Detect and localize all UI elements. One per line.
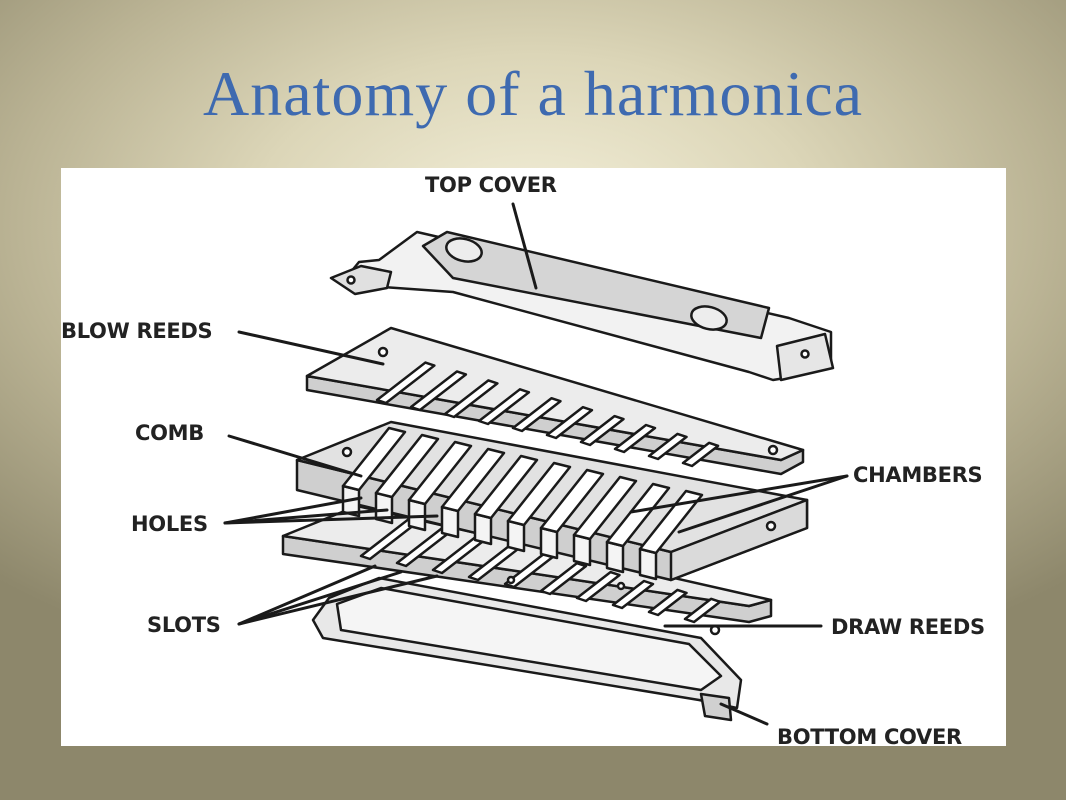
top-cover-part [329, 230, 835, 382]
comb-tooth-top-2 [374, 433, 440, 499]
blow-slot-2 [409, 370, 468, 412]
holes-leader-3 [223, 514, 439, 525]
blow-slot-5 [511, 396, 562, 433]
comb-tooth-top-6 [506, 461, 572, 527]
comb-chambers [341, 426, 704, 581]
label-holes: HOLES [131, 512, 208, 536]
leader-lines [223, 202, 849, 726]
blow-slot-10 [681, 441, 720, 468]
label-comb: COMB [135, 421, 204, 445]
blow-slot-1 [375, 361, 436, 405]
label-top-cover: TOP COVER [425, 173, 557, 197]
comb-tooth-top-3 [407, 440, 473, 506]
draw-slot-8 [611, 579, 655, 610]
label-draw-reeds: DRAW REEDS [831, 615, 985, 639]
draw-reeds-part [281, 504, 773, 636]
comb-leader [227, 434, 363, 478]
blow-slot-4 [477, 388, 531, 426]
blow-reeds-leader [237, 330, 385, 366]
harmonica-exploded-diagram: TOP COVER BLOW REEDS COMB CHAMBERS HOLES… [61, 173, 985, 746]
slots-leader-2 [237, 570, 403, 626]
comb-tooth-top-4 [440, 447, 506, 513]
comb-tooth-top-9 [605, 482, 671, 548]
top-cover-leader [511, 202, 538, 290]
blow-slot-8 [613, 423, 657, 454]
blow-slot-9 [647, 432, 688, 461]
draw-reed-slots [359, 517, 722, 624]
draw-slot-6 [539, 561, 588, 596]
comb-tooth-top-10 [638, 489, 704, 555]
bottom-cover-leader [719, 702, 769, 726]
comb-tooth-top-5 [473, 454, 539, 520]
draw-slot-9 [647, 588, 688, 617]
holes-leader-1 [223, 496, 363, 525]
blow-slot-7 [579, 414, 625, 447]
diagram-panel: TOP COVER BLOW REEDS COMB CHAMBERS HOLES… [61, 168, 1006, 746]
label-bottom-cover: BOTTOM COVER [777, 725, 962, 746]
label-slots: SLOTS [147, 613, 221, 637]
label-blow-reeds: BLOW REEDS [61, 319, 212, 343]
draw-slot-10 [683, 597, 722, 624]
draw-slot-7 [575, 570, 621, 603]
blow-slot-6 [545, 405, 594, 440]
chambers-leader-2 [677, 474, 849, 534]
chambers-leader-1 [629, 474, 849, 514]
bottom-cover-part [311, 576, 743, 722]
blow-slot-3 [443, 379, 499, 419]
slots-leader-1 [237, 564, 377, 626]
label-chambers: CHAMBERS [853, 463, 982, 487]
blow-reeds-part [305, 326, 805, 476]
comb-tooth-top-7 [539, 468, 605, 534]
comb-part [295, 420, 809, 582]
comb-tooth-top-8 [572, 475, 638, 541]
slots-leader-3 [237, 574, 439, 626]
slide-title: Anatomy of a harmonica [203, 58, 863, 129]
blow-reed-slots [375, 361, 720, 468]
